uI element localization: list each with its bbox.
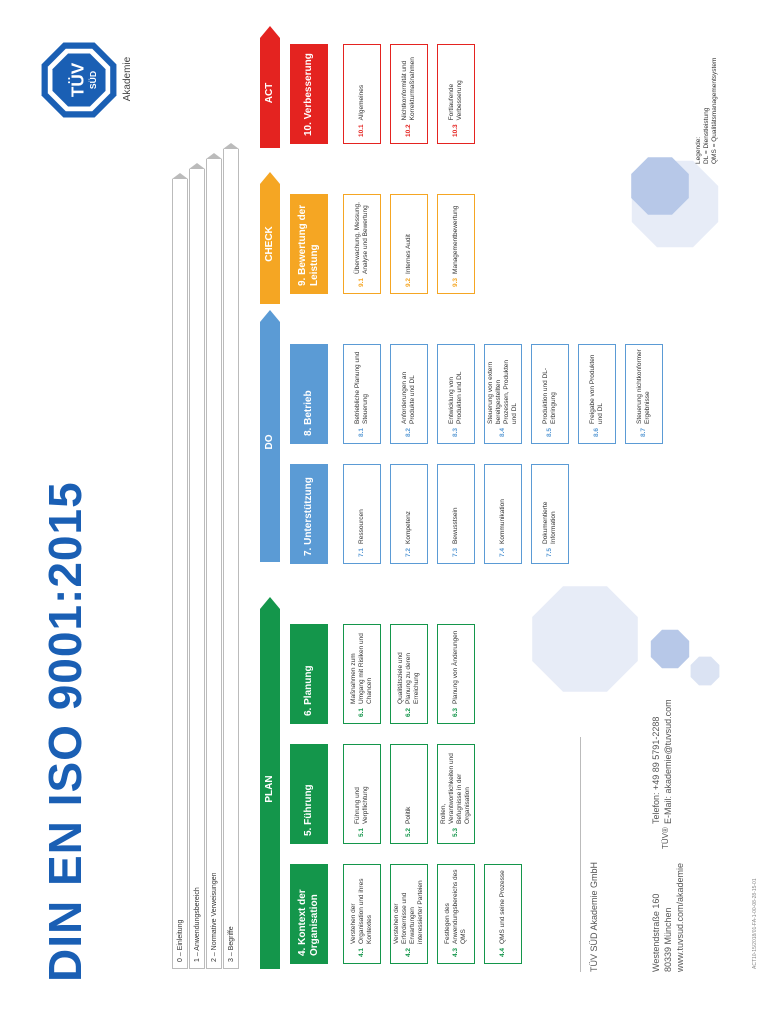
act-label: ACT: [264, 82, 275, 104]
scope-row-0: 0 – Einleitung: [172, 179, 188, 969]
contact-email[interactable]: E-Mail: akademie@tuvsud.com: [663, 699, 673, 824]
clause-6-header: 6. Planung: [290, 624, 328, 724]
decorative-octagon-small-left: [650, 629, 690, 669]
clause-4-header: 4. Kontext der Organisation: [290, 864, 328, 964]
do-label: DO: [264, 434, 275, 450]
check-band: CHECK: [260, 172, 280, 304]
footer-code: ACT10-15/2018/01-FA-1-00-08-28-15-01: [752, 878, 758, 969]
clause-7-header: 7. Unterstützung: [290, 464, 328, 564]
scope-row-3: 3 – Begriffe: [223, 149, 239, 969]
legend-title: Legende:: [695, 136, 702, 164]
plan-band: PLAN: [260, 597, 280, 969]
tuv-sud-logo: TÜV SÜD: [41, 42, 117, 118]
contact-divider: [580, 737, 581, 972]
contact-web[interactable]: www.tuvsud.com/akademie: [675, 862, 685, 972]
clause-8-header: 8. Betrieb: [290, 344, 328, 444]
contact-phone: Telefon: +49 89 5791-2288: [651, 716, 661, 824]
page-title: DIN EN ISO 9001:2015: [39, 481, 91, 982]
scope-row-1: 1 – Anwendungsbereich: [189, 169, 205, 969]
clause-5-header: 5. Führung: [290, 744, 328, 844]
logo-subtext: SÜD: [88, 71, 98, 89]
clause-9-header: 9. Bewertung der Leistung: [290, 194, 328, 294]
brand-label: Akademie: [122, 56, 133, 102]
logo-text: TÜV: [68, 62, 88, 97]
contact-phone-email: Telefon: +49 89 5791-2288 E-Mail: akadem…: [650, 664, 674, 824]
tuv-mark: TÜV®: [661, 827, 670, 849]
contact-company: TÜV SÜD Akademie GmbH: [589, 861, 599, 972]
do-band: DO: [260, 310, 280, 562]
legend: Legende: DL = Dienstleistung QMS = Quali…: [695, 44, 719, 164]
clause-10-header: 10. Verbesserung: [290, 44, 328, 144]
decorative-octagon-large-left: [532, 586, 638, 692]
decorative-octagon-right-small: [631, 157, 689, 215]
check-label: CHECK: [264, 226, 275, 262]
plan-label: PLAN: [264, 775, 275, 803]
legend-dl: DL = Dienstleistung: [703, 107, 710, 164]
scope-row-2: 2 – Normative Verweisungen: [206, 159, 222, 969]
decorative-octagon-tiny-left: [690, 656, 720, 686]
act-band: ACT: [260, 26, 280, 148]
legend-qms: QMS = Qualitätsmanagementsystem: [711, 57, 718, 164]
